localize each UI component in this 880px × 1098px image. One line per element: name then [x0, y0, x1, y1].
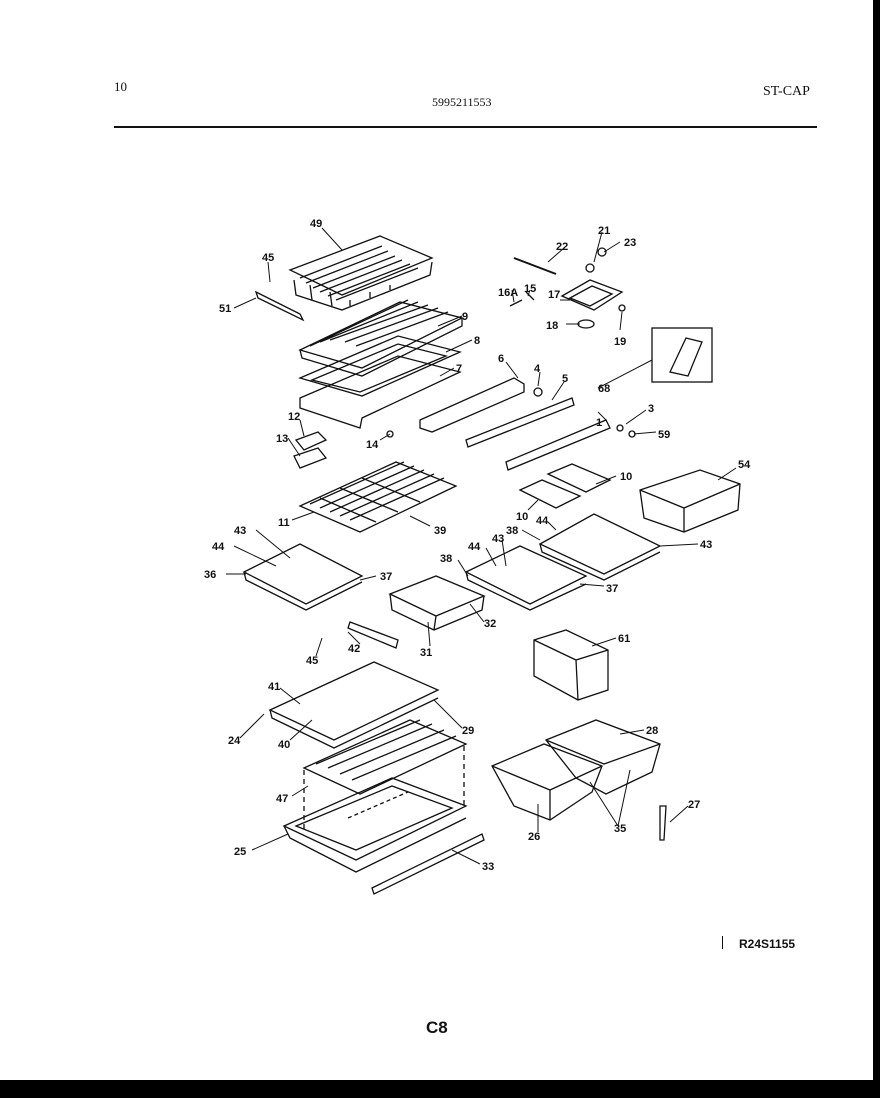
- callout-label: 39: [434, 525, 446, 537]
- callout-label: 14: [366, 439, 379, 451]
- callout-label: 31: [420, 647, 432, 659]
- parts-sheet: 10 5995211553 ST-CAP: [0, 0, 873, 1080]
- glass-shelf-center-part: [464, 545, 588, 611]
- callout-label: 19: [614, 336, 626, 348]
- callout-label: 29: [462, 725, 474, 737]
- callout-label: 23: [624, 237, 636, 249]
- callout-label: 8: [474, 335, 480, 347]
- callout-label: 17: [548, 289, 560, 301]
- crisper-drawer-front-part: [491, 743, 603, 821]
- inset-box: [651, 327, 713, 383]
- callout-label: 21: [598, 225, 610, 237]
- callout-label: 37: [380, 571, 392, 583]
- callout-label: 28: [646, 725, 658, 737]
- leader-lines: [226, 227, 737, 865]
- knob-part: [577, 319, 595, 329]
- callout-label: 37: [606, 583, 618, 595]
- door-bin-part: [533, 629, 609, 701]
- callout-label: 12: [288, 411, 300, 423]
- crisper-frame-part: [282, 777, 468, 873]
- shelf-frame-part: [298, 335, 462, 397]
- ice-tray-part: [518, 463, 612, 509]
- shelf-glass-part: [299, 355, 462, 429]
- callout-label: 51: [219, 303, 231, 315]
- callout-label: 16A: [498, 287, 518, 299]
- rod-27-part: [659, 805, 667, 841]
- callout-label: 3: [648, 403, 654, 415]
- reference-code: R24S1155: [739, 937, 796, 951]
- header-rule: [114, 126, 817, 128]
- ice-bin-part: [639, 469, 741, 533]
- page-number: 10: [114, 79, 127, 94]
- freezer-basket-part: [288, 235, 434, 311]
- callout-label: 24: [228, 735, 241, 747]
- callout-label: 33: [482, 861, 494, 873]
- callout-label: 9: [462, 311, 468, 323]
- glass-shelf-left-part: [242, 543, 364, 611]
- callout-label: 38: [506, 525, 518, 537]
- callout-label: 43: [700, 539, 712, 551]
- model-code: ST-CAP: [763, 84, 810, 99]
- document-number: 5995211553: [432, 95, 492, 109]
- callout-label: 1: [596, 417, 602, 429]
- callout-label: 61: [618, 633, 630, 645]
- freezer-shelf-part: [298, 299, 464, 377]
- drawer-rail-part: [347, 621, 399, 649]
- callout-label: 43: [234, 525, 246, 537]
- glass-shelf-right-part: [538, 513, 662, 581]
- crisper-cover-glass-part: [268, 661, 440, 749]
- screw-part: [533, 387, 543, 397]
- callout-label: 36: [204, 569, 216, 581]
- callout-label: 45: [306, 655, 318, 667]
- page-code: C8: [426, 1018, 448, 1037]
- callout-label: 35: [614, 823, 626, 835]
- drawer-part: [388, 575, 486, 631]
- damper-part: [509, 291, 535, 307]
- rod-part: [513, 257, 557, 275]
- callout-label: 10: [516, 511, 528, 523]
- callout-label: 13: [276, 433, 288, 445]
- callout-label: 44: [536, 515, 549, 527]
- callout-label: 54: [738, 459, 751, 471]
- screw-part-2: [386, 430, 394, 438]
- callout-label: 42: [348, 643, 360, 655]
- callout-label: 40: [278, 739, 290, 751]
- callout-label: 10: [620, 471, 632, 483]
- callout-label: 4: [534, 363, 541, 375]
- support-rail-lower-part: [505, 419, 611, 471]
- callout-label: 32: [484, 618, 496, 630]
- callout-label: 49: [310, 218, 322, 230]
- callout-label: 22: [556, 241, 568, 253]
- basket-rail-part: [254, 290, 305, 322]
- callout-labels: 49 45 51 9 8 7 6 4 5 12 13 14 22 21 23 1…: [204, 218, 751, 873]
- callout-label: 6: [498, 353, 504, 365]
- callout-label: 43: [492, 533, 504, 545]
- reference-bar: [722, 936, 723, 949]
- callout-label: 45: [262, 252, 274, 264]
- callout-label: 44: [468, 541, 481, 553]
- callout-label: 38: [440, 553, 452, 565]
- crisper-grid-part: [302, 719, 468, 795]
- support-rail-part: [465, 397, 575, 448]
- callout-label: 59: [658, 429, 670, 441]
- clip-part: [293, 431, 328, 469]
- control-housing-part: [560, 279, 624, 311]
- callout-label: 25: [234, 846, 246, 858]
- callout-label: 27: [688, 799, 700, 811]
- crisper-drawer-back-part: [544, 719, 661, 795]
- callout-label: 7: [456, 363, 462, 375]
- callout-label: 26: [528, 831, 540, 843]
- callout-label: 68: [598, 383, 610, 395]
- callout-label: 44: [212, 541, 225, 553]
- callout-label: 11: [278, 517, 290, 529]
- callout-label: 47: [276, 793, 288, 805]
- callout-label: 5: [562, 373, 568, 385]
- shelf-bracket-part: [419, 377, 525, 433]
- bottom-rail-part: [371, 833, 485, 895]
- callout-label: 15: [524, 283, 536, 295]
- wire-shelf-part: [298, 461, 458, 533]
- callout-label: 41: [268, 681, 280, 693]
- callout-label: 18: [546, 320, 558, 332]
